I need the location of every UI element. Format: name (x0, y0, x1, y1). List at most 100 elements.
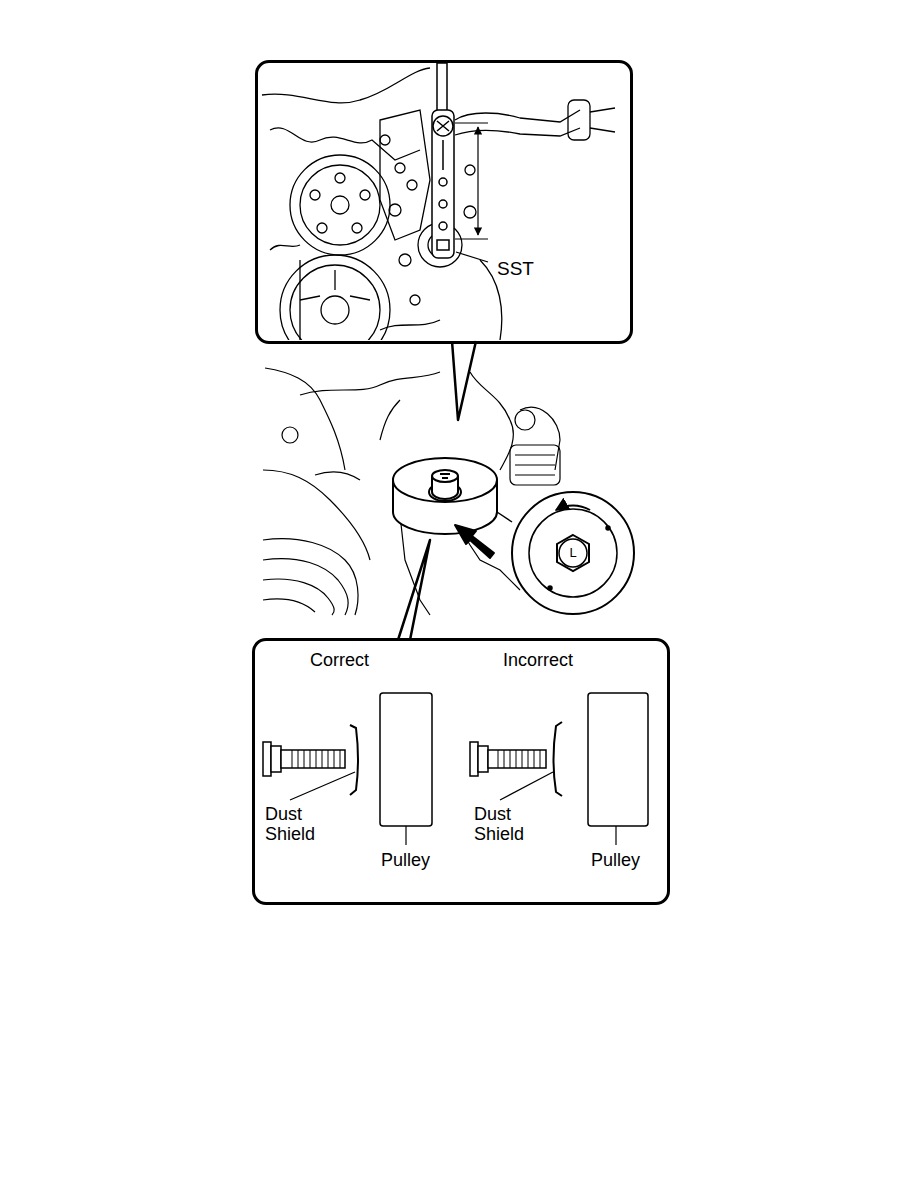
detail-panel: SST (255, 60, 633, 344)
engine-front-sketch (399, 254, 411, 266)
pulley-leader (615, 826, 616, 845)
correct-bolt (271, 746, 281, 772)
engine-sketch (263, 579, 334, 615)
engine-sketch (263, 368, 560, 615)
engine-front-sketch (290, 265, 380, 340)
engine-front-sketch (410, 295, 420, 305)
sst-wrench (432, 110, 454, 258)
correct-bolt (281, 750, 345, 768)
correct-bolt (263, 742, 271, 776)
engine-front-sketch (455, 110, 580, 122)
incorrect-bolt (488, 750, 546, 768)
engine-front-sketch (465, 165, 475, 175)
sst-leader (456, 252, 488, 262)
dust-shield (350, 725, 358, 795)
bolt-detail (529, 505, 617, 597)
engine-front-sketch (380, 320, 440, 330)
part-label: Dust Shield (474, 805, 536, 845)
engine-front-sketch (418, 223, 462, 267)
engine-front-sketch (290, 155, 390, 255)
engine-front-sketch (360, 190, 370, 200)
engine-front-sketch (335, 173, 345, 183)
dimension-line (455, 123, 488, 239)
correct-bolt (263, 742, 345, 776)
bolt-detail (548, 586, 552, 590)
engine-sketch (315, 472, 360, 480)
pulley-outline (380, 693, 432, 826)
dust-shield-leader (290, 772, 355, 800)
engine-front-sketch (568, 100, 590, 140)
engine-sketch (282, 427, 298, 443)
pulley-leader (405, 826, 406, 845)
engine-front-sketch (407, 180, 417, 190)
engine-sketch (515, 455, 555, 475)
pulley-outline (588, 693, 648, 826)
idler-pulley (440, 474, 450, 478)
engine-sketch (263, 599, 315, 612)
engine-front-sketch (300, 270, 370, 300)
sst-wrench (437, 63, 447, 113)
sst-wrench (432, 63, 454, 258)
part-label: Dust Shield (265, 805, 327, 845)
bolt-marking: L (569, 546, 576, 560)
bolt-detail (606, 526, 610, 530)
engine-front-sketch (590, 108, 615, 132)
engine-sketch (265, 368, 345, 470)
engine-sketch (263, 559, 348, 615)
sst-wrench (439, 222, 447, 230)
part-label: Pulley (381, 851, 430, 871)
part-label: SST (497, 259, 534, 280)
engine-front-sketch (310, 190, 320, 200)
engine-front-sketch (280, 255, 390, 340)
dimension-line (477, 127, 478, 235)
dimension-line (455, 123, 488, 239)
engine-sketch (380, 400, 400, 440)
idler-pulley (393, 458, 497, 534)
bolt-detail (529, 509, 617, 597)
pointer-arrow (455, 525, 494, 558)
engine-front-sketch (352, 223, 362, 233)
engine-front-sketch (321, 296, 349, 324)
dust-shield-leader (500, 772, 553, 800)
incorrect-bolt (470, 742, 546, 776)
pointer-arrow (455, 525, 494, 558)
engine-sketch (300, 372, 440, 395)
bolt-detail (556, 505, 590, 510)
sst-wrench (437, 240, 449, 250)
engine-front-sketch (380, 135, 390, 145)
bolt-detail (559, 539, 587, 567)
engine-front-sketch (317, 223, 327, 233)
engine-sketch (263, 470, 370, 560)
engine-sketch (510, 445, 560, 485)
part-label: Pulley (591, 851, 640, 871)
sst-wrench (439, 200, 447, 208)
engine-sketch (263, 539, 358, 615)
detail-leader (497, 512, 512, 522)
idler-pulley (432, 470, 458, 482)
incorrect-bolt (470, 742, 478, 776)
sst-wrench (442, 140, 444, 170)
idler-pulley (393, 458, 497, 502)
detail-circle: L (511, 491, 635, 615)
detail-panel: Correct IncorrectDust Shield Dust ShieldPu… (252, 638, 670, 905)
sst-wrench (433, 116, 453, 136)
engine-front-sketch (455, 128, 580, 136)
part-label: Incorrect (503, 651, 573, 671)
callout-tail (398, 540, 430, 640)
part-label: Correct (310, 651, 369, 671)
engine-front-sketch (395, 163, 405, 173)
engine-sketch (470, 372, 513, 470)
engine-sketch (520, 407, 560, 470)
incorrect-bolt (498, 750, 540, 768)
engine-front-sketch (464, 206, 476, 218)
engine-front-sketch (262, 68, 430, 103)
engine-front-sketch (389, 204, 401, 216)
sst-wrench (439, 178, 447, 186)
incorrect-bolt (478, 746, 488, 772)
sst-wrench (437, 121, 449, 131)
callout-tail (452, 341, 476, 420)
bolt-detail (557, 535, 589, 571)
engine-front-sketch (300, 165, 380, 245)
engine-front-sketch (331, 196, 349, 214)
